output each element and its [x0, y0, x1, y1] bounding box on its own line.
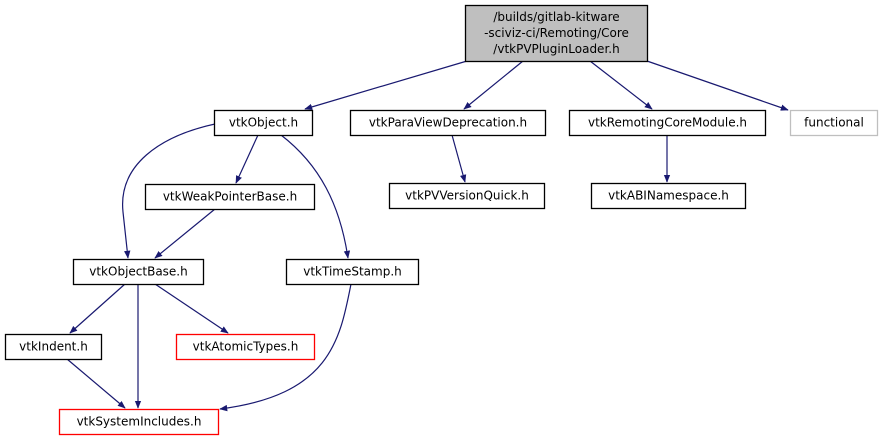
edge-root-to-vtkRemotingCoreModule	[589, 60, 653, 110]
node-box	[590, 182, 747, 210]
edge-vtkIndent-to-vtkSystemIncludes	[66, 358, 126, 409]
edge-vtkParaViewDeprecation-to-vtkPVVersionQuick	[451, 134, 467, 183]
nodes-layer: /builds/gitlab-kitware -sciviz-ci/Remotin…	[4, 4, 879, 436]
node-vtkParaViewDeprecation[interactable]: vtkParaViewDeprecation.h	[349, 109, 547, 137]
edges-layer	[66, 60, 789, 412]
node-vtkIndent[interactable]: vtkIndent.h	[4, 333, 103, 361]
node-box	[58, 408, 220, 436]
edge-vtkWeakPointerBase-to-vtkObjectBase	[154, 208, 216, 259]
node-vtkPVVersionQuick[interactable]: vtkPVVersionQuick.h	[388, 182, 546, 210]
node-vtkWeakPointerBase[interactable]: vtkWeakPointerBase.h	[144, 183, 316, 211]
edge-root-to-functional	[646, 60, 789, 111]
node-label: vtkAtomicTypes.h	[193, 340, 299, 354]
node-label: vtkRemotingCoreModule.h	[588, 116, 747, 130]
edge-root-to-vtkObject	[304, 60, 468, 111]
node-vtkSystemIncludes[interactable]: vtkSystemIncludes.h	[58, 408, 220, 436]
node-box	[464, 4, 649, 63]
node-box	[72, 258, 205, 286]
node-label: vtkABINamespace.h	[608, 189, 729, 203]
node-box	[175, 333, 316, 361]
node-box	[568, 109, 767, 137]
node-label: vtkObject.h	[229, 116, 298, 130]
node-vtkObjectBase[interactable]: vtkObjectBase.h	[72, 258, 205, 286]
node-vtkAtomicTypes[interactable]: vtkAtomicTypes.h	[175, 333, 316, 361]
node-label: vtkObjectBase.h	[89, 265, 187, 279]
edge-vtkObjectBase-to-vtkIndent	[69, 283, 126, 334]
node-root: /builds/gitlab-kitware -sciviz-ci/Remotin…	[464, 4, 649, 63]
node-box	[349, 109, 547, 137]
edge-vtkObject-to-vtkTimeStamp	[280, 134, 351, 259]
node-vtkTimeStamp[interactable]: vtkTimeStamp.h	[285, 258, 420, 286]
node-label: vtkWeakPointerBase.h	[163, 190, 297, 204]
node-label: vtkTimeStamp.h	[303, 265, 402, 279]
node-box	[388, 182, 546, 210]
node-label: functional	[804, 116, 864, 130]
edge-root-to-vtkParaViewDeprecation	[463, 60, 524, 110]
node-vtkABINamespace[interactable]: vtkABINamespace.h	[590, 182, 747, 210]
edge-vtkObject-to-vtkObjectBase	[122, 123, 216, 259]
node-label: /builds/gitlab-kitware	[493, 10, 619, 24]
node-vtkObject[interactable]: vtkObject.h	[213, 109, 314, 137]
edge-vtkObjectBase-to-vtkAtomicTypes	[154, 283, 229, 334]
node-vtkRemotingCoreModule[interactable]: vtkRemotingCoreModule.h	[568, 109, 767, 137]
node-label: vtkIndent.h	[19, 340, 88, 354]
node-label: vtkParaViewDeprecation.h	[369, 116, 527, 130]
node-box	[789, 109, 879, 137]
node-box	[285, 258, 420, 286]
node-label: vtkSystemIncludes.h	[77, 415, 202, 429]
node-box	[4, 333, 103, 361]
node-label: vtkPVVersionQuick.h	[405, 189, 529, 203]
node-label: -sciviz-ci/Remoting/Core	[484, 26, 629, 40]
node-functional: functional	[789, 109, 879, 137]
node-box	[213, 109, 314, 137]
node-box	[144, 183, 316, 211]
node-label: /vtkPVPluginLoader.h	[493, 42, 619, 56]
edge-vtkTimeStamp-to-vtkSystemIncludes	[219, 283, 352, 412]
edge-vtkObject-to-vtkWeakPointerBase	[235, 134, 259, 184]
